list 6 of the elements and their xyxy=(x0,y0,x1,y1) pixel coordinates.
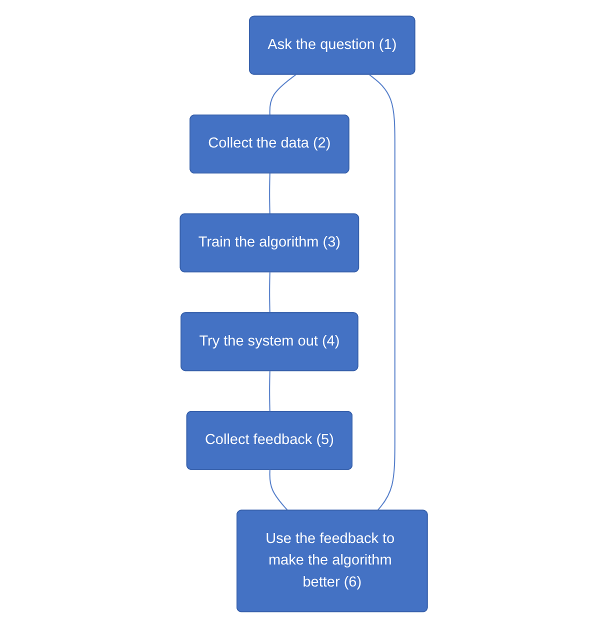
connector xyxy=(269,272,271,314)
connector xyxy=(269,174,271,214)
connector xyxy=(269,470,288,512)
connector xyxy=(369,74,396,512)
connector xyxy=(269,74,296,116)
connector xyxy=(269,371,271,412)
